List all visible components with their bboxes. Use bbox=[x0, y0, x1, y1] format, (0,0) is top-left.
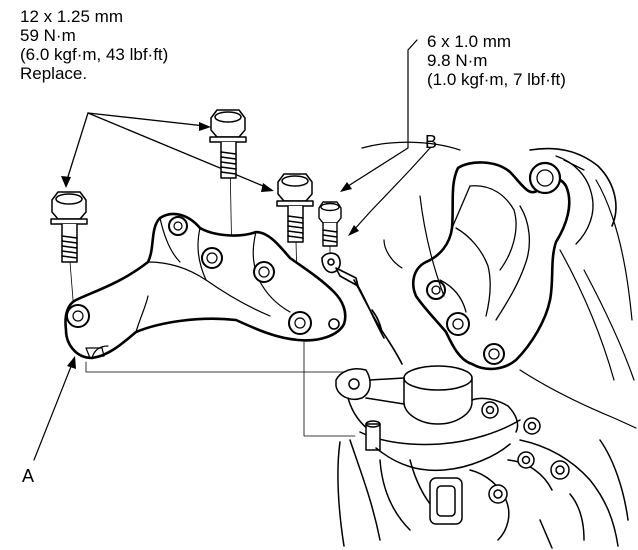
ground-cable-b bbox=[321, 252, 403, 365]
large-bolt-size: 12 x 1.25 mm bbox=[20, 7, 123, 26]
small-bolt-torque-spec: 6 x 1.0 mm 9.8 N·m (1.0 kgf·m, 7 lbf·ft) bbox=[427, 32, 566, 89]
bolt-left bbox=[50, 191, 88, 263]
callout-a-leader bbox=[33, 356, 76, 461]
callout-b-leader bbox=[348, 147, 431, 236]
bolt-top-center bbox=[209, 109, 247, 179]
callout-label-b: B bbox=[425, 132, 438, 152]
large-bolt-torque-alt: (6.0 kgf·m, 43 lbf·ft) bbox=[20, 45, 169, 64]
small-bolt-leader bbox=[340, 39, 418, 192]
small-bolt-size: 6 x 1.0 mm bbox=[427, 32, 512, 51]
small-bolt-torque-alt: (1.0 kgf·m, 7 lbf·ft) bbox=[427, 70, 566, 89]
bolt-right bbox=[276, 173, 314, 243]
small-bolt-torque: 9.8 N·m bbox=[427, 51, 488, 70]
body-frame-lines bbox=[361, 141, 637, 429]
large-bolt-note: Replace. bbox=[20, 64, 88, 83]
transmission-housing bbox=[335, 365, 629, 549]
bracket-a-detail bbox=[66, 216, 340, 359]
engine-mount-detail bbox=[426, 147, 617, 365]
large-bolt-torque: 59 N·m bbox=[20, 26, 76, 45]
callout-label-a: A bbox=[22, 466, 35, 486]
large-bolt-torque-spec: 12 x 1.25 mm 59 N·m (6.0 kgf·m, 43 lbf·f… bbox=[20, 7, 168, 83]
spec-leader-arrows bbox=[61, 112, 274, 192]
bolt-small bbox=[318, 201, 342, 247]
